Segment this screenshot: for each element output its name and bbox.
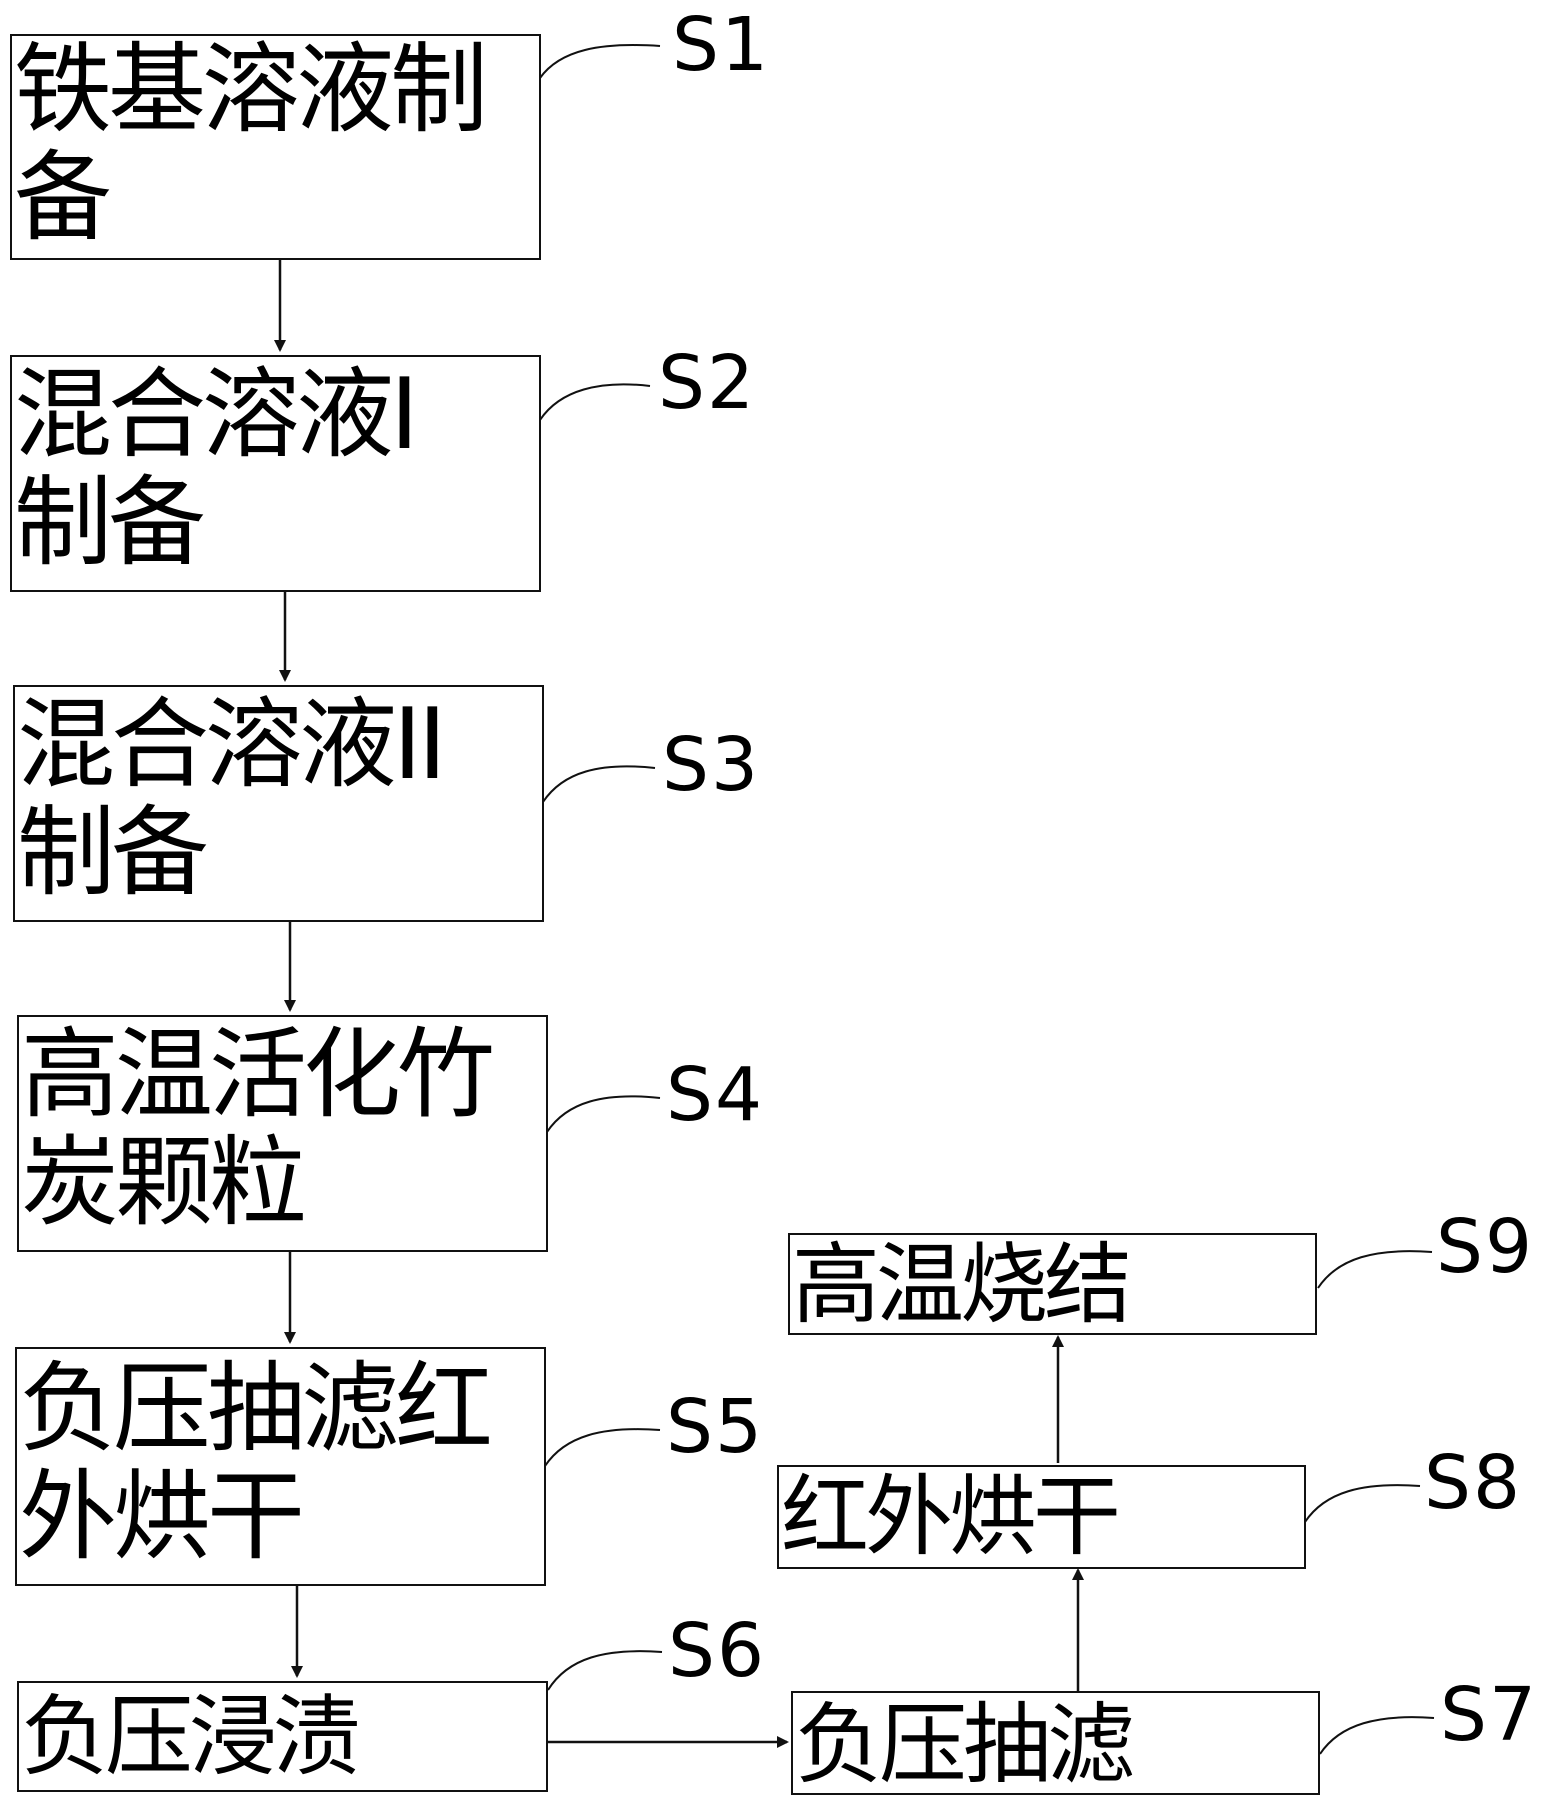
step-box-s4: 高温活化竹 炭颗粒	[17, 1015, 548, 1252]
step-label-s8: S8	[1424, 1440, 1523, 1526]
step-box-s1: 铁基溶液制 备	[10, 34, 541, 260]
step-box-s9: 高温烧结	[788, 1233, 1317, 1335]
leader-s3	[542, 765, 656, 803]
step-text-s4: 高温活化竹 炭颗粒	[21, 1018, 495, 1240]
step-text-s1: 铁基溶液制 备	[14, 33, 488, 255]
leader-s2	[539, 383, 651, 421]
step-text-s5: 负压抽滤红 外烘干	[19, 1352, 493, 1574]
step-label-s7: S7	[1440, 1672, 1539, 1758]
step-text-s9: 高温烧结	[792, 1233, 1132, 1336]
step-box-s3: 混合溶液II 制备	[13, 685, 544, 922]
step-box-s5: 负压抽滤红 外烘干	[15, 1347, 546, 1586]
leader-s8	[1304, 1484, 1421, 1523]
step-text-s7: 负压抽滤	[795, 1693, 1135, 1796]
leader-s1	[539, 44, 661, 79]
step-label-s9: S9	[1436, 1204, 1535, 1290]
step-text-s8: 红外烘干	[781, 1465, 1121, 1568]
leader-s5	[544, 1428, 661, 1467]
step-label-s2: S2	[658, 340, 757, 426]
step-text-s2: 混合溶液I 制备	[14, 358, 419, 580]
step-label-s6: S6	[668, 1608, 767, 1694]
step-box-s2: 混合溶液I 制备	[10, 355, 541, 592]
leader-s6	[547, 1650, 663, 1691]
leader-s4	[546, 1095, 661, 1133]
step-box-s8: 红外烘干	[777, 1465, 1306, 1569]
step-label-s1: S1	[672, 2, 771, 88]
step-text-s3: 混合溶液II 制备	[17, 688, 447, 910]
step-label-s4: S4	[666, 1052, 765, 1138]
step-label-s5: S5	[666, 1384, 765, 1470]
step-label-s3: S3	[662, 722, 761, 808]
step-box-s6: 负压浸渍	[17, 1681, 548, 1792]
leader-s7	[1319, 1716, 1435, 1755]
leader-s9	[1317, 1250, 1433, 1289]
step-text-s6: 负压浸渍	[21, 1685, 361, 1788]
step-box-s7: 负压抽滤	[791, 1691, 1320, 1795]
